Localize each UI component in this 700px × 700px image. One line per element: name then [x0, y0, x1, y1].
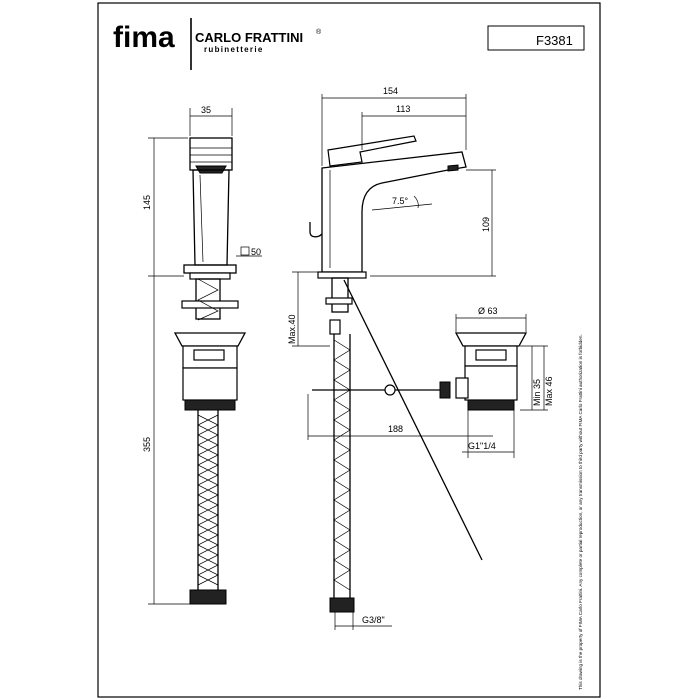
- product-code: F3381: [536, 33, 573, 48]
- brand-name: CARLO FRATTINI: [195, 30, 303, 45]
- disclaimer-text: This drawing is the property of FIMA Car…: [578, 334, 583, 690]
- dim-front-width: 35: [201, 105, 211, 115]
- dim-spout-reach: 113: [396, 104, 410, 114]
- dim-drain-thread: G1"1/4: [468, 441, 496, 451]
- dim-max-thickness: Max.40: [287, 314, 297, 344]
- front-hoses: [197, 278, 219, 590]
- front-view: 35 145 355 50: [142, 105, 262, 605]
- dim-front-height: 145: [142, 195, 152, 210]
- dim-drain-diameter: Ø 63: [478, 306, 498, 316]
- side-view: 154 113 109 7.5° Max.40 188 G3/8": [287, 86, 496, 630]
- dim-drain-max: Max 46: [544, 376, 554, 406]
- dim-overall-length: 154: [383, 86, 398, 96]
- product-code-box: [487, 25, 585, 51]
- dim-base-square: 50: [251, 247, 261, 257]
- dim-drain-min: Min 35: [532, 379, 542, 406]
- dim-hose-thread: G3/8": [362, 615, 385, 625]
- dim-spout-angle: 7.5°: [392, 196, 409, 206]
- brand-tagline: rubinetterie: [204, 45, 264, 54]
- drain-detail: Ø 63 Min 35 Max 46 G1"1/4: [454, 306, 554, 458]
- brand-logo: fima: [113, 21, 175, 54]
- brand-registered: ®: [316, 28, 322, 36]
- dim-spout-height: 109: [481, 217, 491, 232]
- dim-drain-reach: 188: [388, 424, 403, 434]
- dim-hose-length: 355: [142, 437, 152, 452]
- sheet-border: [97, 2, 601, 698]
- brand-header: fima CARLO FRATTINI ® rubinetterie: [113, 18, 322, 70]
